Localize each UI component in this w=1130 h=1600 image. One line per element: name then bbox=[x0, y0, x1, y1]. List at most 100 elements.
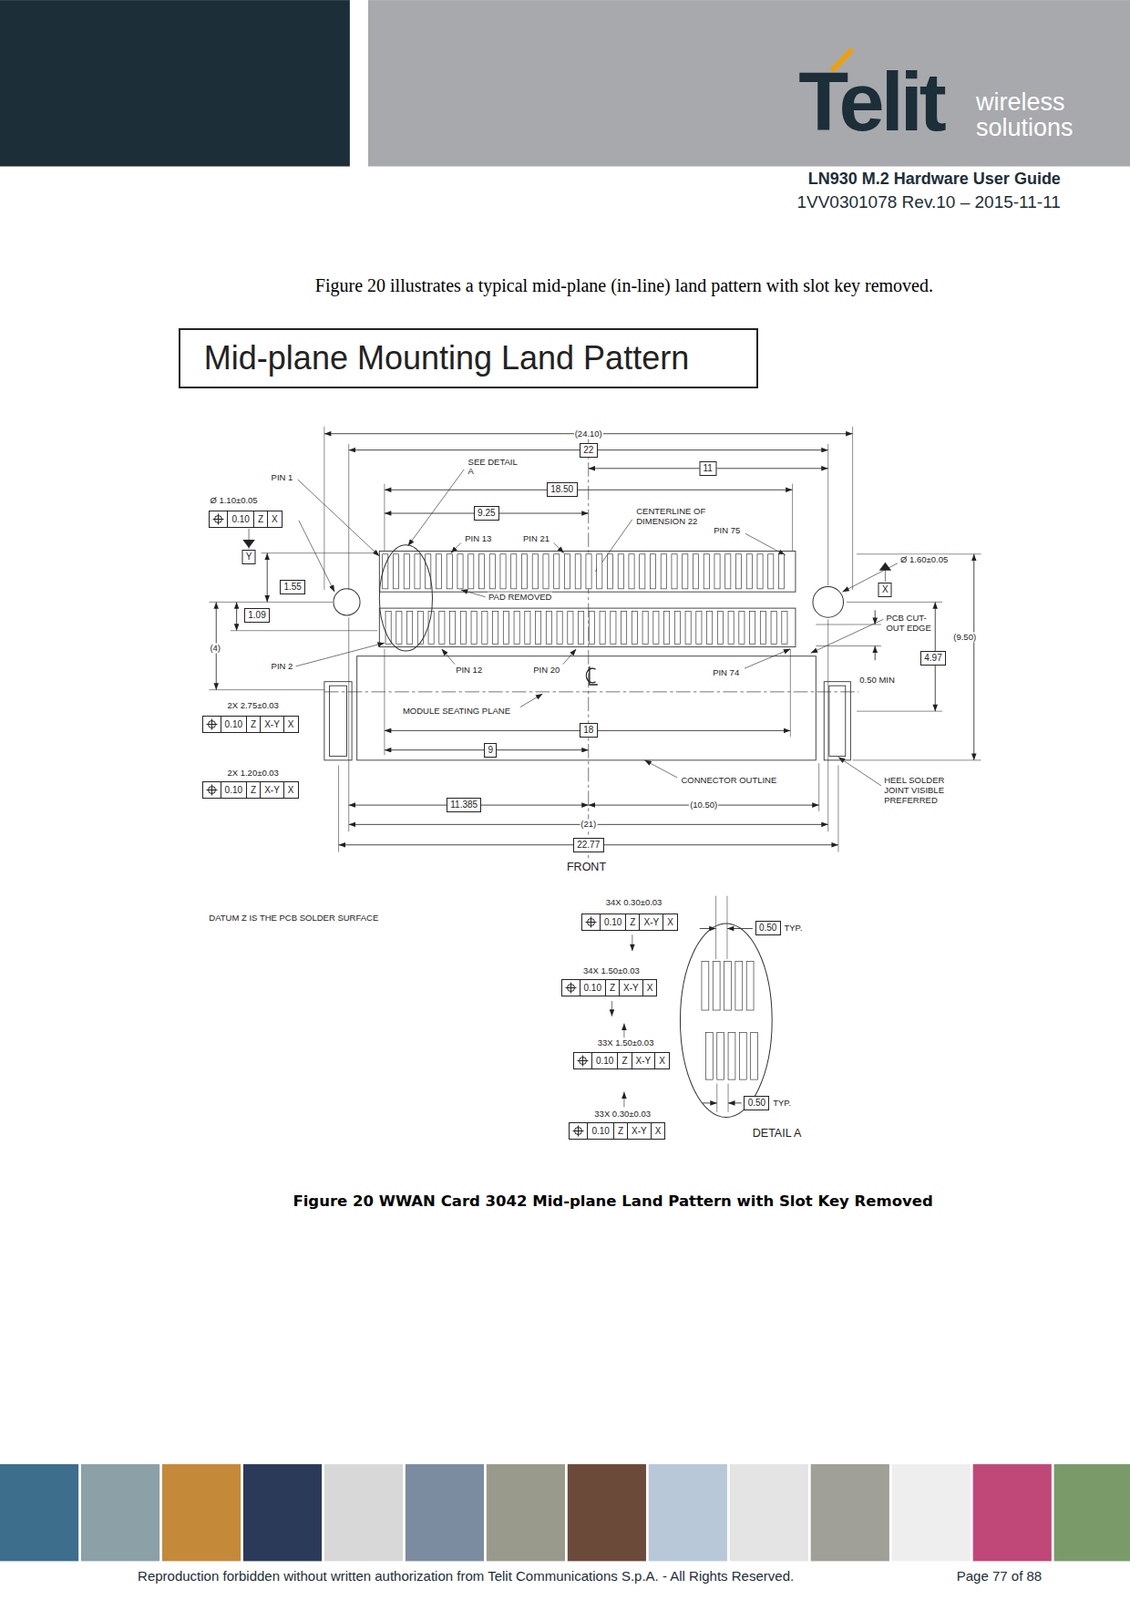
contact-pad bbox=[685, 610, 691, 644]
dimension-value: 0.50 bbox=[759, 922, 777, 933]
photo-tile bbox=[243, 1463, 322, 1561]
contact-pad bbox=[599, 610, 606, 644]
feature-control-frame: 0.10ZX-YX bbox=[573, 1051, 670, 1069]
contact-pad bbox=[717, 1032, 725, 1079]
position-symbol-cell bbox=[562, 979, 580, 996]
outline-rect bbox=[379, 607, 796, 648]
datum-box: X bbox=[878, 582, 893, 597]
extension-line bbox=[827, 443, 829, 586]
position-symbol bbox=[212, 513, 225, 525]
leader-line-group bbox=[296, 469, 898, 1107]
dimension-value: 18.50 bbox=[550, 483, 574, 494]
outline-rects bbox=[324, 550, 851, 760]
contact-pad bbox=[588, 610, 595, 644]
tolerance-cell: 0.10 bbox=[586, 1122, 613, 1139]
feature-control-frame: 0.10ZX bbox=[208, 510, 282, 528]
view-label: DETAIL A bbox=[751, 1126, 803, 1140]
extension-line bbox=[790, 648, 791, 737]
photo-tile bbox=[973, 1463, 1052, 1561]
drawing-annotation: CENTERLINE OF DIMENSION 22 bbox=[635, 506, 718, 527]
contact-pad bbox=[513, 610, 520, 644]
contact-pad bbox=[596, 554, 603, 589]
contact-pad bbox=[671, 554, 678, 589]
tolerance-cell: X-Y bbox=[259, 716, 284, 732]
center-line bbox=[324, 690, 859, 692]
basic-dimension-box: 1.09 bbox=[244, 607, 270, 623]
document-number: 1VV0301078 Rev.10 – 2015-11-11 bbox=[796, 192, 1060, 213]
drawing-annotation: PIN 2 bbox=[270, 660, 295, 671]
extension-line bbox=[338, 764, 339, 852]
drawing-annotation: Ø 1.10±0.05 bbox=[208, 495, 258, 506]
contact-pad bbox=[746, 554, 752, 589]
photo-tile bbox=[729, 1463, 809, 1561]
contact-pad bbox=[567, 610, 574, 644]
dimension-line-group bbox=[215, 433, 975, 845]
contact-pad bbox=[439, 610, 445, 644]
photo-tile bbox=[0, 1463, 79, 1561]
dimension-arrow bbox=[874, 609, 876, 625]
photo-tile bbox=[486, 1463, 565, 1561]
extension-line bbox=[852, 426, 853, 590]
symbol-cross bbox=[590, 915, 592, 927]
leader-line bbox=[611, 1000, 613, 1017]
leader-line bbox=[623, 1023, 625, 1038]
basic-dimension-box: 22 bbox=[579, 442, 598, 458]
drawing-annotation: 2X 2.75±0.03 bbox=[226, 700, 279, 711]
logo-tagline: solutions bbox=[975, 113, 1074, 143]
contact-pad bbox=[524, 610, 531, 644]
contact-pad bbox=[564, 554, 570, 589]
drawing-annotation: Ø 1.60±0.05 bbox=[899, 554, 949, 565]
position-symbol bbox=[205, 718, 218, 730]
contact-pad bbox=[712, 960, 720, 1010]
contact-pad bbox=[471, 610, 477, 644]
dimension-value: X bbox=[882, 584, 889, 595]
position-symbol bbox=[572, 1124, 585, 1137]
photo-tile bbox=[324, 1463, 403, 1561]
contact-pad bbox=[674, 610, 680, 644]
tolerance-cell: X bbox=[654, 1052, 669, 1069]
contact-pad bbox=[385, 610, 391, 644]
contact-pad bbox=[692, 554, 699, 589]
mounting-hole bbox=[812, 586, 844, 618]
dimension-value: 11 bbox=[702, 462, 712, 473]
contact-pad bbox=[556, 610, 563, 644]
contact-pad bbox=[701, 960, 709, 1010]
tolerance-cell: 0.10 bbox=[591, 1052, 617, 1069]
basic-dimension-box: 18.50 bbox=[546, 482, 578, 497]
photo-tile bbox=[162, 1463, 241, 1561]
contact-pad bbox=[621, 610, 627, 644]
photo-tile bbox=[405, 1463, 484, 1561]
drawing-annotation: (21) bbox=[579, 819, 597, 830]
photo-tile bbox=[81, 1463, 160, 1561]
drawing-annotation: PIN 75 bbox=[712, 524, 741, 535]
contact-pad bbox=[535, 610, 542, 644]
feature-control-frame: 0.10ZX-YX bbox=[581, 913, 678, 931]
contact-pad bbox=[435, 554, 442, 589]
extension-line bbox=[852, 759, 982, 761]
symbol-cross bbox=[211, 784, 213, 796]
contact-pad bbox=[468, 554, 474, 589]
tolerance-cell: Z bbox=[246, 716, 260, 732]
extension-line bbox=[208, 601, 332, 603]
dimension-value: 22.77 bbox=[576, 839, 600, 850]
leader-line bbox=[408, 469, 465, 546]
drawing-annotation: DATUM Z IS THE PCB SOLDER SURFACE bbox=[207, 913, 380, 924]
drawing-annotation: SEE DETAIL A bbox=[467, 457, 521, 478]
drawing-title: Mid-plane Mounting Land Pattern bbox=[204, 339, 689, 378]
basic-dimension-box: 11.385 bbox=[446, 797, 482, 812]
contact-pad bbox=[500, 554, 506, 589]
tolerance-cell: 0.10 bbox=[220, 781, 247, 798]
contact-pad bbox=[735, 554, 741, 589]
contact-pad bbox=[717, 610, 723, 644]
leader-line bbox=[520, 693, 544, 708]
tolerance-cell: Z bbox=[613, 1122, 627, 1139]
tolerance-cell: Z bbox=[246, 781, 260, 798]
leader-line bbox=[441, 648, 456, 665]
leader-line bbox=[623, 1091, 625, 1108]
dimension-value: 11.385 bbox=[450, 799, 478, 810]
tolerance-cell: X bbox=[283, 781, 298, 798]
contact-pad bbox=[396, 610, 402, 644]
extension-line bbox=[383, 483, 385, 552]
contact-pad bbox=[705, 1032, 713, 1079]
